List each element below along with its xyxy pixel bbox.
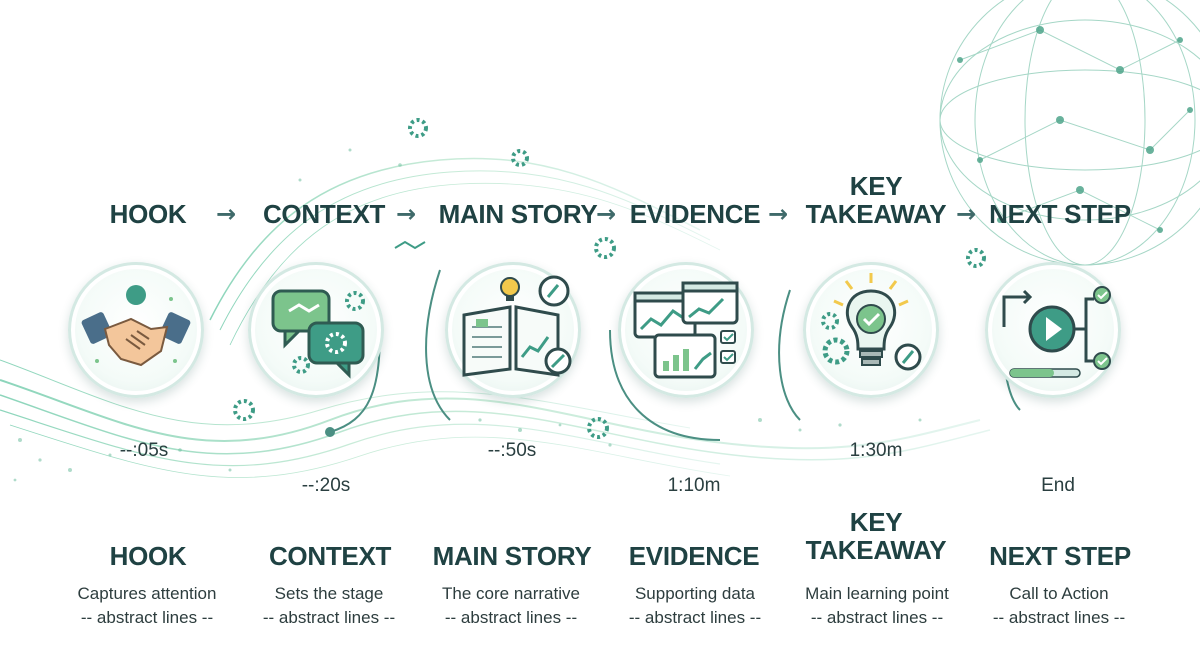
- step-title-key-takeaway: KEY TAKEAWAY: [786, 172, 966, 228]
- description-key-takeaway: Main learning point -- abstract lines --: [782, 582, 972, 630]
- time-label-evidence: 1:10m: [667, 475, 721, 496]
- description-text: Call to Action: [1009, 584, 1109, 603]
- description-text: The core narrative: [442, 584, 580, 603]
- step-title-main-story: MAIN STORY: [438, 199, 598, 229]
- speech-bubbles-icon: [271, 289, 365, 379]
- description-note: -- abstract lines --: [262, 608, 396, 627]
- circle-evidence: [618, 262, 754, 398]
- description-text: Main learning point: [805, 584, 949, 603]
- description-note: -- abstract lines --: [628, 608, 762, 627]
- description-hook: Captures attention -- abstract lines --: [52, 582, 242, 630]
- wave-swoosh: [0, 157, 991, 478]
- arrow-right-icon: →: [396, 200, 417, 228]
- time-label-hook: --:05s: [119, 440, 169, 461]
- circle-next-step: [985, 262, 1121, 398]
- description-evidence: Supporting data -- abstract lines --: [600, 582, 790, 630]
- description-text: Sets the stage: [274, 584, 384, 603]
- bottom-title-key-takeaway: KEY TAKEAWAY: [786, 508, 966, 564]
- charts-icon: [633, 281, 739, 379]
- title-line: KEY: [849, 171, 903, 201]
- description-note: -- abstract lines --: [80, 608, 214, 627]
- time-label-main-story: --:50s: [487, 440, 537, 461]
- play-flow-icon: [1002, 286, 1111, 378]
- bottom-title-next-step: NEXT STEP: [989, 541, 1131, 571]
- handshake-icon: [81, 285, 191, 367]
- globe-nodes: [957, 26, 1193, 233]
- description-note: -- abstract lines --: [810, 608, 944, 627]
- globe-network: [939, 0, 1200, 266]
- title-line: TAKEAWAY: [805, 199, 947, 229]
- floating-gears: [233, 118, 986, 439]
- bottom-title-context: CONTEXT: [268, 541, 392, 571]
- bottom-title-main-story: MAIN STORY: [432, 541, 592, 571]
- time-label-key-takeaway: 1:30m: [849, 440, 903, 461]
- arrow-right-icon: →: [216, 200, 237, 228]
- title-line: TAKEAWAY: [805, 535, 947, 565]
- step-title-context: CONTEXT: [262, 199, 386, 229]
- bottom-title-evidence: EVIDENCE: [628, 541, 760, 571]
- description-text: Supporting data: [634, 584, 756, 603]
- arrow-right-icon: →: [596, 200, 617, 228]
- bottom-title-hook: HOOK: [109, 541, 187, 571]
- open-book-icon: [462, 275, 572, 377]
- description-context: Sets the stage -- abstract lines --: [234, 582, 424, 630]
- small-handshake-icon: [394, 240, 426, 250]
- description-note: -- abstract lines --: [992, 608, 1126, 627]
- time-label-next-step: End: [1041, 475, 1075, 496]
- step-title-hook: HOOK: [109, 199, 187, 229]
- time-label-context: --:20s: [301, 475, 351, 496]
- lightbulb-icon: [821, 273, 922, 371]
- sparkle-dots: [13, 148, 922, 482]
- description-main-story: The core narrative -- abstract lines --: [416, 582, 606, 630]
- arrow-right-icon: →: [956, 200, 977, 228]
- circle-key-takeaway: [803, 262, 939, 398]
- circle-hook: [68, 262, 204, 398]
- description-next-step: Call to Action -- abstract lines --: [964, 582, 1154, 630]
- title-line: KEY: [849, 507, 903, 537]
- circle-context: [248, 262, 384, 398]
- description-text: Captures attention: [77, 584, 217, 603]
- circle-main-story: [445, 262, 581, 398]
- step-title-evidence: EVIDENCE: [629, 199, 761, 229]
- description-note: -- abstract lines --: [444, 608, 578, 627]
- step-title-next-step: NEXT STEP: [989, 199, 1131, 229]
- arrow-right-icon: →: [768, 200, 789, 228]
